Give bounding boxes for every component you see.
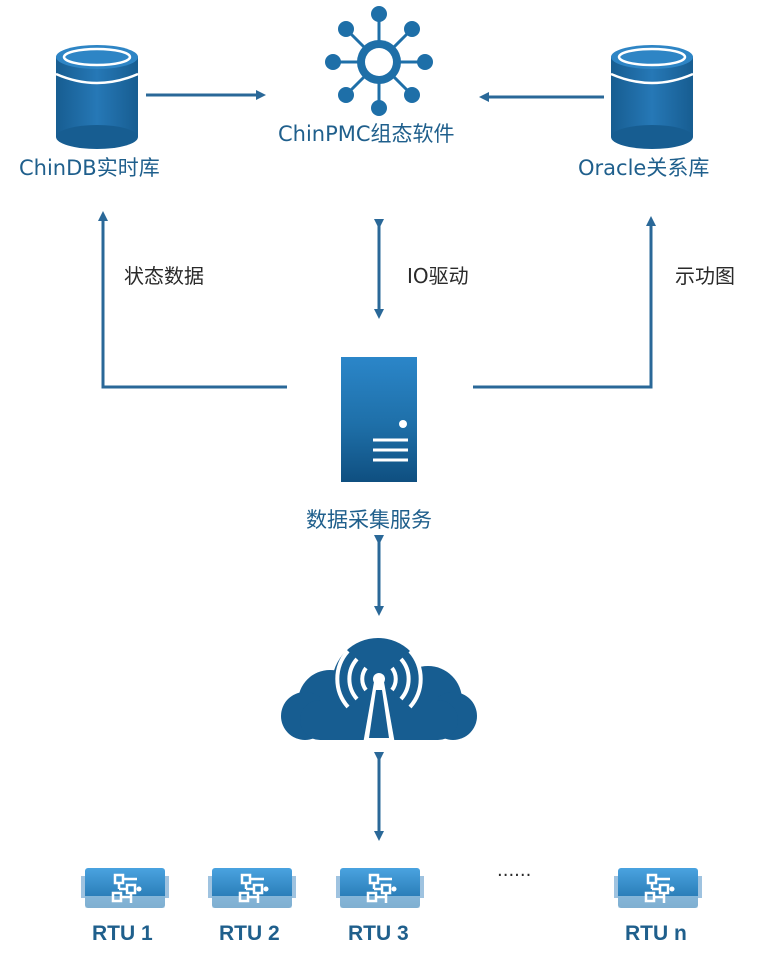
rtu-device-icon: [208, 868, 296, 908]
edge-label-status-data: 状态数据: [124, 264, 204, 288]
rtu-device-icon: [81, 868, 169, 908]
database-icon-chindb: [55, 45, 139, 149]
rtu-label-3: RTU 3: [348, 922, 409, 945]
connector-indicator-diagram: [473, 216, 656, 389]
node-label-chindb: ChinDB实时库: [19, 156, 160, 180]
rtu-label-2: RTU 2: [219, 922, 280, 945]
edge-label-indicator-diagram: 示功图: [675, 264, 735, 288]
wireless-cloud-icon: [281, 638, 477, 744]
edge-label-io-driver: IO驱动: [407, 264, 469, 288]
rtu-device-icon: [614, 868, 702, 908]
rtu-ellipsis: ......: [497, 860, 532, 881]
rtu-label-1: RTU 1: [92, 922, 153, 945]
rtu-label-n: RTU n: [625, 922, 687, 945]
connector-status-data: [98, 211, 287, 389]
node-label-chinpmc: ChinPMC组态软件: [278, 122, 455, 146]
server-icon: [341, 357, 417, 482]
database-icon-oracle: [610, 45, 694, 149]
node-label-oracle: Oracle关系库: [578, 156, 710, 180]
node-label-collector: 数据采集服务: [306, 508, 432, 532]
rtu-device-icon: [336, 868, 424, 908]
hub-network-icon: [325, 6, 433, 116]
